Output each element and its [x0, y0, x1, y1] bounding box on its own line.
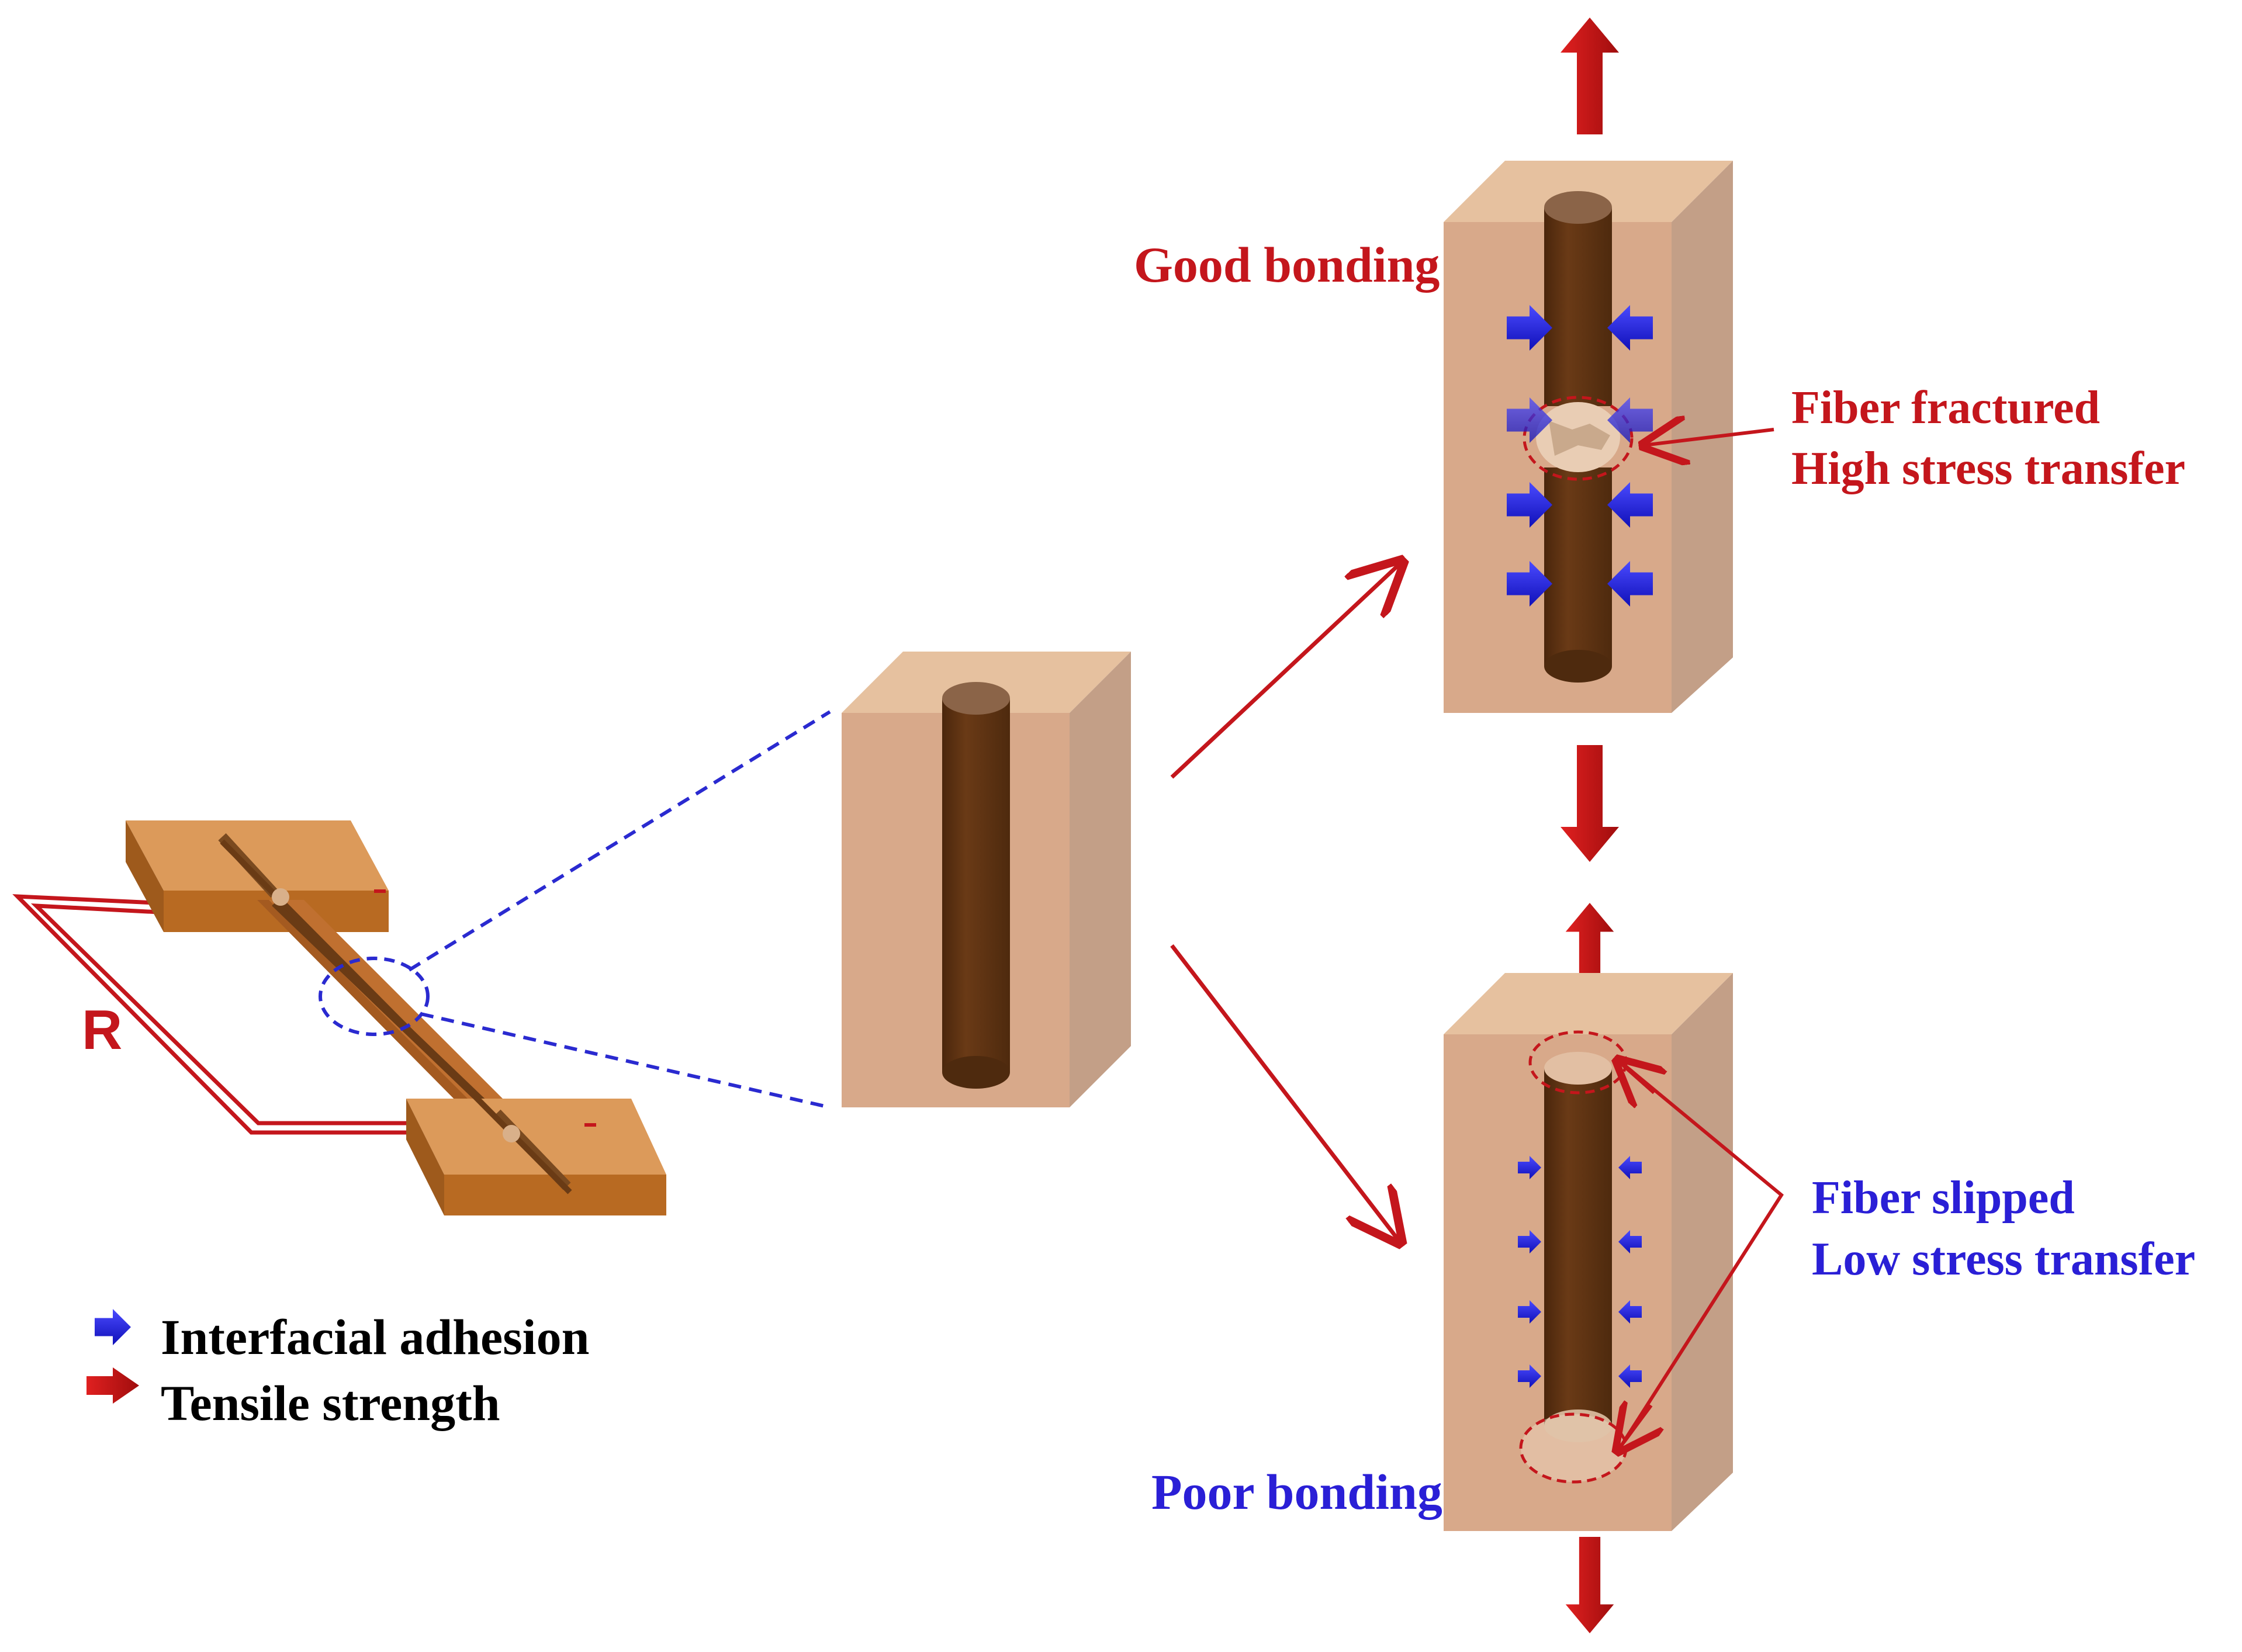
- resistance-circuit: [12, 894, 409, 1135]
- fiber-slipped-label: Fiber slipped: [1812, 1172, 2075, 1224]
- high-stress-transfer-label: High stress transfer: [1791, 443, 2185, 494]
- center-fiber: [942, 698, 1010, 1072]
- slip-ellipse-bottom: [1519, 1412, 1628, 1484]
- good-bonding-label: Good bonding: [1134, 237, 1440, 293]
- poor-bonding-block: [1444, 903, 1733, 1633]
- low-stress-transfer-label: Low stress transfer: [1812, 1234, 2196, 1285]
- zoom-line-bottom: [420, 1012, 831, 1109]
- arrow-to-good: [1170, 562, 1402, 779]
- upper-tab: [126, 820, 389, 932]
- specimen-assembly: [12, 820, 666, 1215]
- pointer-slip: [1617, 1059, 1784, 1450]
- lower-tab: [406, 1099, 666, 1215]
- tensile-down-arrow-poor: [1565, 1537, 1614, 1633]
- tensile-down-arrow-good: [1561, 745, 1619, 862]
- fracture-ellipse: [1523, 396, 1634, 481]
- good-bonding-block: [1444, 18, 1733, 862]
- pointer-fracture: [1644, 430, 1774, 445]
- tensile-up-arrow-good: [1561, 18, 1619, 134]
- arrow-to-poor: [1170, 944, 1400, 1242]
- resistance-label: R: [82, 999, 123, 1061]
- legend-item-interfacial-adhesion: Interfacial adhesion: [161, 1309, 590, 1365]
- poor-bonding-label: Poor bonding: [1151, 1464, 1442, 1520]
- fiber-fractured-label: Fiber fractured: [1791, 382, 2101, 434]
- blue-arrow-icon: [95, 1309, 131, 1345]
- zoom-ellipse: [319, 957, 430, 1036]
- center-block: [842, 652, 1131, 1107]
- zoom-line-top: [408, 710, 831, 972]
- legend-item-tensile-strength: Tensile strength: [161, 1375, 500, 1431]
